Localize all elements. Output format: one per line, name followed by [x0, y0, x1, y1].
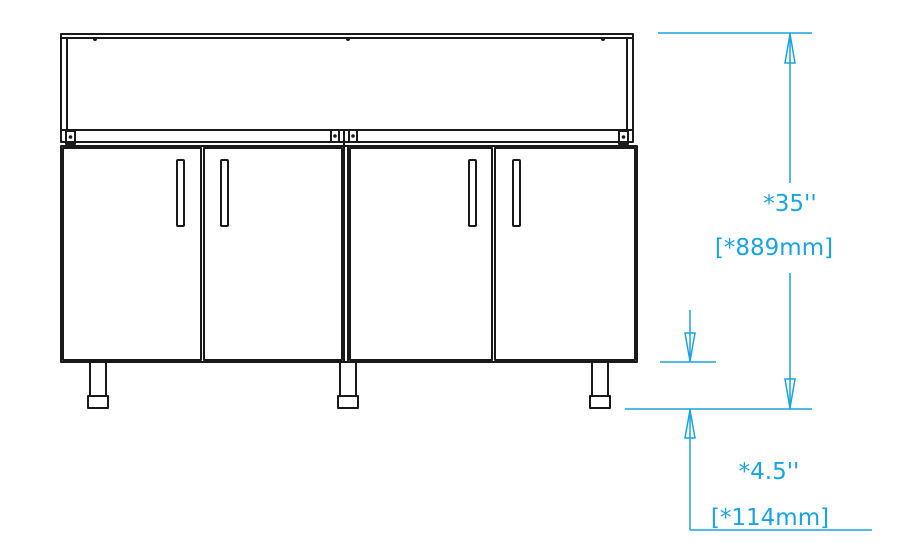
worktop-ledge — [60, 129, 634, 147]
height-mm-label: [*889mm] — [715, 235, 833, 261]
arrowhead-up — [784, 33, 796, 64]
leg-inches-label: *4.5'' — [739, 459, 800, 485]
door-4 — [494, 147, 636, 361]
leg-mm-label: [*114mm] — [711, 505, 829, 531]
upper-riser — [60, 33, 634, 131]
leg-right — [589, 361, 611, 409]
cabinet — [60, 33, 638, 409]
leg-center — [337, 361, 359, 409]
dimension-labels: *35'' [*889mm] *4.5'' [*114mm] — [711, 183, 833, 531]
door-2 — [203, 147, 343, 361]
arrowhead-leg-down — [684, 332, 696, 362]
door-1 — [62, 147, 202, 361]
leg-left — [87, 361, 109, 409]
dimension-lines — [625, 32, 872, 531]
arrowhead-leg-up — [684, 409, 696, 439]
height-inches-label: *35'' — [763, 191, 816, 217]
arrowhead-down — [784, 378, 796, 409]
door-3 — [349, 147, 493, 361]
